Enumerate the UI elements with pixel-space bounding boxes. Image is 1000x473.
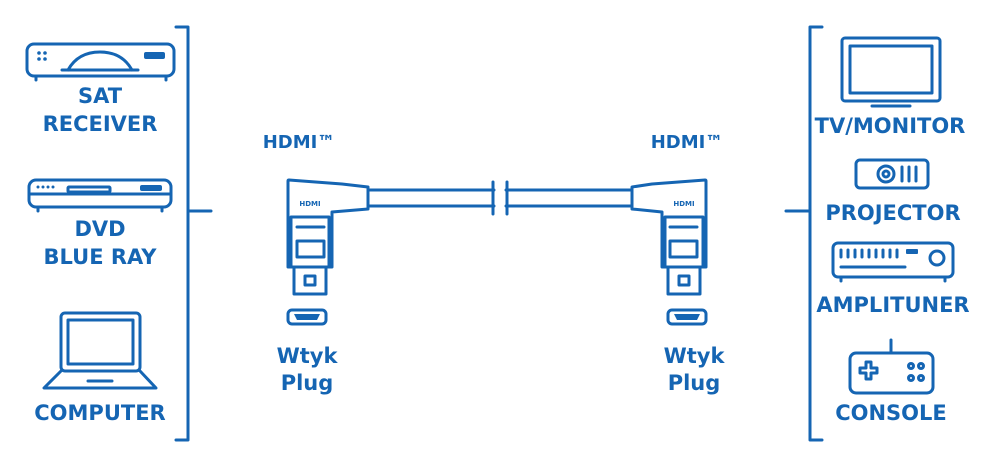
gamepad-icon	[848, 338, 935, 395]
left-hdmi-port-icon	[286, 308, 328, 326]
console-label: CONSOLE	[835, 401, 947, 425]
amplituner-label: AMPLITUNER	[816, 293, 969, 317]
dvd-label-line2: BLUE RAY	[44, 245, 158, 269]
right-plug-hdmi-text: HDMI	[673, 200, 694, 208]
projector-icon	[854, 158, 930, 190]
right-hdmi-port-icon	[666, 308, 708, 326]
left-hdmi-header: HDMI™	[263, 132, 336, 153]
sat-receiver-icon	[25, 42, 176, 82]
projector-label: PROJECTOR	[825, 201, 960, 225]
sat-label-line1: SAT	[78, 84, 123, 108]
left-plug-hdmi-text: HDMI	[299, 200, 320, 208]
amplituner-icon	[831, 241, 955, 283]
left-bracket	[174, 25, 190, 442]
left-hdmi-plug	[286, 178, 370, 296]
left-wtyk-label: Wtyk	[277, 344, 339, 368]
sat-label-line2: RECEIVER	[43, 112, 158, 136]
computer-label: COMPUTER	[34, 401, 165, 425]
right-plug-label: Plug	[668, 371, 721, 395]
dvd-label-line1: DVD	[74, 217, 125, 241]
left-plug-label: Plug	[281, 371, 334, 395]
laptop-icon	[42, 311, 158, 390]
hdmi-cable	[366, 180, 634, 216]
dvd-player-icon	[27, 178, 173, 213]
right-hdmi-header: HDMI™	[651, 132, 724, 153]
tv-monitor-label: TV/MONITOR	[815, 114, 966, 138]
right-bracket	[808, 25, 824, 442]
right-wtyk-label: Wtyk	[664, 344, 726, 368]
tv-monitor-icon	[840, 36, 942, 108]
right-hdmi-plug	[630, 178, 708, 296]
